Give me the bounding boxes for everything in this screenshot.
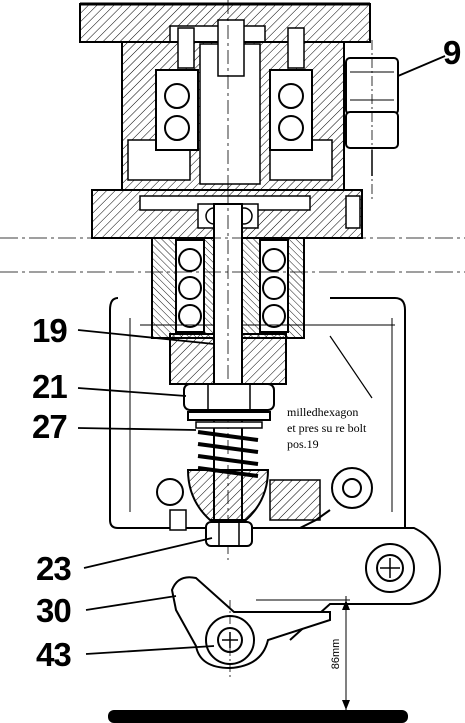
- leader-lines: [77, 55, 446, 655]
- callout-30: 30: [36, 592, 72, 629]
- dimension-86mm: [256, 596, 350, 710]
- frame-body: [109, 297, 406, 529]
- center-lines: [0, 0, 465, 680]
- collar: [169, 333, 287, 385]
- callout-27: 27: [32, 408, 68, 445]
- side-screws: [156, 467, 373, 531]
- bottom-nut: [205, 521, 253, 547]
- dimension-label: 86mm: [330, 638, 342, 670]
- lower-socket: [186, 469, 321, 521]
- note-line-1: milledhexagon: [287, 405, 359, 419]
- upper-bearing-left: [155, 69, 199, 151]
- ground-surface: [108, 710, 408, 723]
- note-line-3: pos.19: [287, 437, 319, 451]
- callout-9: 9: [443, 34, 461, 71]
- callout-43: 43: [36, 636, 72, 673]
- spring: [187, 411, 271, 478]
- right-bracket: [289, 527, 442, 641]
- callout-23: 23: [36, 550, 72, 587]
- note-line-2: et pres su re bolt: [287, 421, 367, 435]
- lever: [170, 576, 331, 670]
- callout-21: 21: [32, 368, 68, 405]
- annotation-note: milledhexagon et pres su re bolt pos.19: [285, 404, 369, 452]
- callout-19: 19: [32, 312, 68, 349]
- upper-bearing-right: [269, 69, 313, 151]
- hex-nut: [183, 383, 275, 411]
